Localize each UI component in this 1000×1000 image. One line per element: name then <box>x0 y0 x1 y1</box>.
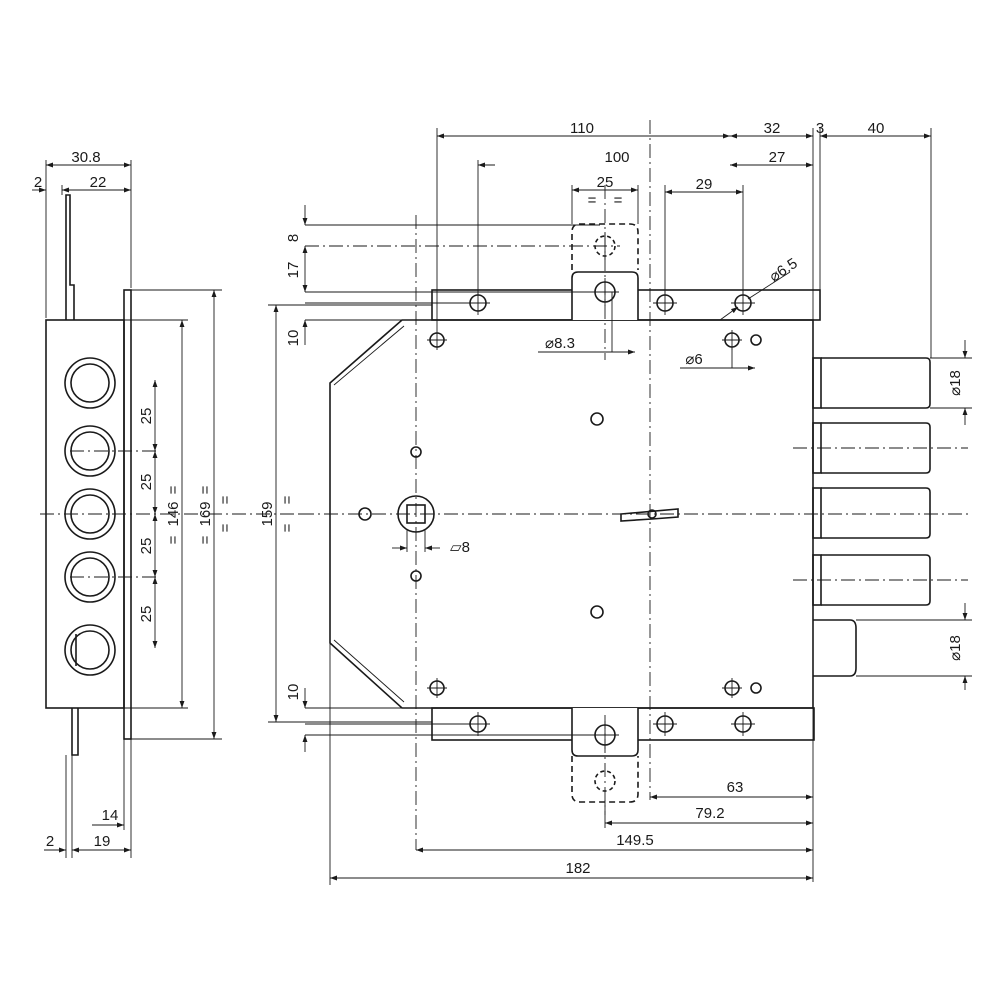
dim-distance-63: 63 <box>727 779 744 796</box>
dim-offset-27: 27 <box>769 149 786 166</box>
dim-bolt-dia-18-top: ⌀18 <box>947 370 964 396</box>
equal-mark-169-bottom: = <box>197 535 214 544</box>
dim-bolt-projection-40: 40 <box>868 120 885 137</box>
dim-distance-182: 182 <box>565 860 590 877</box>
dim-bolt-pitch-1: 25 <box>138 408 155 425</box>
dim-top-offset-10: 10 <box>285 330 302 347</box>
equal-mark-side-a: = <box>217 495 234 504</box>
dim-square-spindle-8: ▱8 <box>450 539 470 556</box>
equal-mark-159-bottom: = <box>279 523 296 532</box>
equal-mark-side-b: = <box>217 523 234 532</box>
side-bottom-tab <box>71 708 79 756</box>
dim-distance-149-5: 149.5 <box>616 832 654 849</box>
dim-top-offset-17: 17 <box>285 262 302 279</box>
side-top-tab <box>65 194 75 320</box>
dim-side-body-width: 22 <box>90 174 107 191</box>
dim-side-inner-height: 146 <box>165 501 182 526</box>
bolts <box>812 357 931 708</box>
dim-gap-3: 3 <box>816 120 824 137</box>
dim-front-width-100: 100 <box>604 149 629 166</box>
side-bolt-1 <box>64 357 116 409</box>
dim-side-overall-width: 30.8 <box>71 149 100 166</box>
equal-mark-25-left: = <box>588 192 597 209</box>
dim-bottom-offset-10: 10 <box>285 684 302 701</box>
equal-mark-159-top: = <box>279 495 296 504</box>
side-front-plate <box>123 289 132 740</box>
equal-mark-25-right: = <box>614 192 623 209</box>
lever-piece <box>620 508 679 522</box>
dim-side-bottom-width: 19 <box>94 833 111 850</box>
dim-hole-dia-6-5: ⌀6.5 <box>766 255 800 286</box>
dim-hole-dia-8-3: ⌀8.3 <box>545 335 575 352</box>
dim-distance-79-2: 79.2 <box>695 805 724 822</box>
side-view: 30.8 2 22 25 25 25 25 146 = = 169 = = = … <box>32 149 300 858</box>
dim-front-width-110: 110 <box>570 120 594 137</box>
equal-mark-169-top: = <box>197 485 214 494</box>
dim-side-offset-left: 2 <box>34 174 42 191</box>
side-latch <box>64 624 116 676</box>
dim-offset-32: 32 <box>764 120 781 137</box>
dim-backset-29: 29 <box>696 176 713 193</box>
dim-side-bottom-offset: 2 <box>46 833 54 850</box>
dim-side-outer-height: 169 <box>197 501 214 526</box>
dim-body-height-159: 159 <box>259 501 276 526</box>
dim-hole-dia-6: ⌀6 <box>685 351 702 368</box>
equal-mark-146-bottom: = <box>165 535 182 544</box>
equal-mark-146-top: = <box>165 485 182 494</box>
dim-bolt-dia-18-bottom: ⌀18 <box>947 635 964 661</box>
front-view: 110 32 3 40 100 27 25 = = 29 8 17 10 <box>259 120 972 885</box>
dim-top-offset-8: 8 <box>285 234 302 242</box>
dim-side-bottom-tab: 14 <box>102 807 119 824</box>
dim-hole-spacing-25: 25 <box>597 174 614 191</box>
dim-bolt-pitch-3: 25 <box>138 538 155 555</box>
dim-bolt-pitch-4: 25 <box>138 606 155 623</box>
dim-bolt-pitch-2: 25 <box>138 474 155 491</box>
